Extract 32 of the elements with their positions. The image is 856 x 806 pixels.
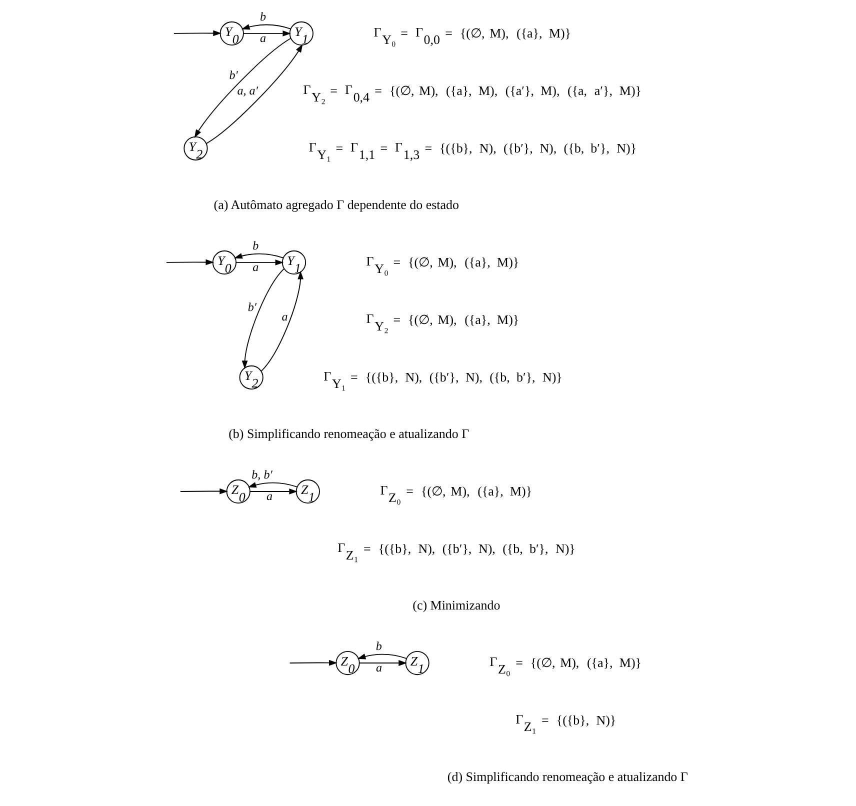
arrow (206, 44, 302, 144)
arrow (179, 488, 228, 494)
edge-label: a (260, 31, 266, 46)
arrow (241, 268, 284, 369)
edge-label: b (252, 238, 258, 253)
label: (c) Minimizando (412, 597, 500, 612)
arrow (358, 660, 406, 666)
edge-label: a (375, 660, 382, 675)
label: (b) Simplificando renomeação e atualizando Γ (228, 426, 469, 441)
arrow (194, 38, 291, 138)
edge-label: b (375, 639, 382, 654)
edge-label: a (281, 309, 288, 324)
edge-label: a (266, 489, 272, 504)
edge-label: b′ (247, 300, 256, 314)
arrow (247, 482, 297, 488)
edge-label: b, b′ (251, 468, 272, 482)
label: (d) Simplificando renomeação e atualizando Γ (446, 768, 688, 784)
arrow (240, 24, 290, 30)
edge-label: b (260, 10, 266, 24)
arrow (260, 270, 303, 372)
arrow (166, 259, 214, 266)
edge-label: a, a′ (236, 83, 258, 98)
edge-label: a (252, 260, 258, 274)
arrow (233, 253, 283, 259)
arrow (288, 660, 337, 666)
edge-label: b′ (228, 68, 238, 82)
arrow (172, 30, 221, 36)
arrow (242, 30, 291, 36)
label: (a) Autômato agregado Γ dependente do estado (213, 196, 458, 212)
arrow (235, 260, 284, 266)
arrow (249, 488, 298, 494)
arrow (356, 654, 406, 660)
